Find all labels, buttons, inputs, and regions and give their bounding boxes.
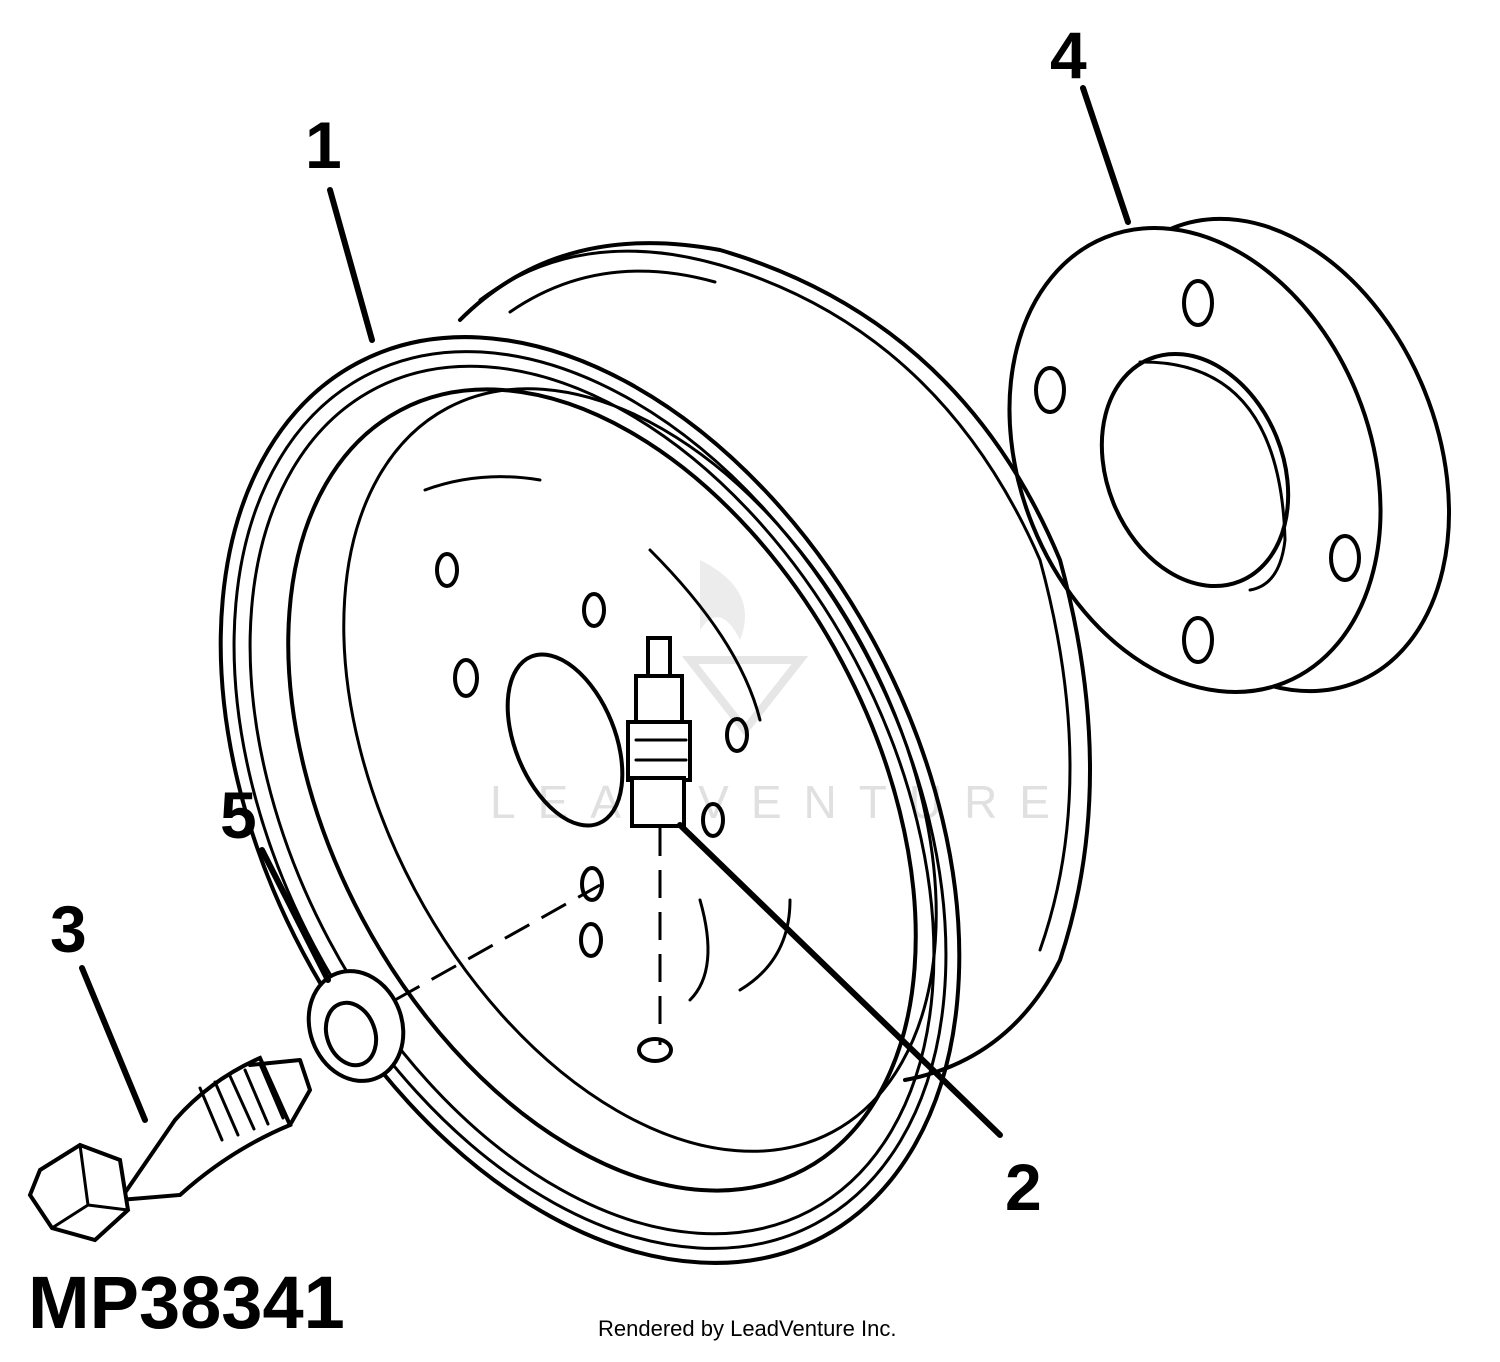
- leader-3: [79, 965, 148, 1123]
- valve-stem-drawing: [626, 636, 692, 1045]
- wheel-rim-drawing: [218, 241, 1092, 1265]
- figure-id: MP38341: [28, 1261, 345, 1344]
- callout-2: 2: [1005, 1150, 1042, 1224]
- leader-4: [1080, 85, 1131, 225]
- credit-line: Rendered by LeadVenture Inc.: [598, 1316, 896, 1341]
- spacer-plate-drawing: [1007, 216, 1451, 694]
- washer-drawing: [306, 883, 601, 1083]
- leader-2: [677, 822, 1003, 1138]
- callout-1: 1: [305, 108, 342, 182]
- callout-4: 4: [1050, 18, 1087, 92]
- callout-3: 3: [50, 892, 87, 966]
- leader-5: [259, 847, 331, 983]
- watermark-text: LEADVENTURE: [490, 776, 1072, 828]
- leader-1: [327, 187, 375, 343]
- watermark: LEADVENTURE: [490, 560, 1072, 828]
- bolt-drawing: [27, 1055, 312, 1243]
- callout-5: 5: [220, 778, 257, 852]
- leader-lines: [79, 85, 1131, 1138]
